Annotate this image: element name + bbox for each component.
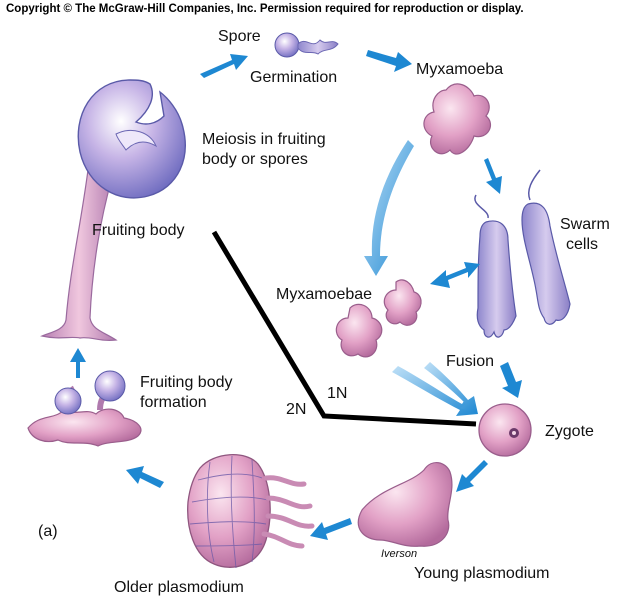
label-fusion: Fusion [446, 353, 495, 370]
arrow-swarm-to-zygote [500, 362, 522, 398]
arrow-myxamoebae-to-zygote [392, 366, 478, 416]
swarm-cells-illustration [474, 169, 571, 338]
arrow-myxamoeba-to-swarm [484, 158, 502, 194]
label-ploidy-2n: 2N [286, 401, 307, 418]
label-meiosis-line2: body or spores [202, 151, 308, 168]
label-fruiting-formation-line1: Fruiting body [140, 374, 233, 391]
panel-label: (a) [38, 523, 58, 540]
arrow-fruiting-to-spore [200, 54, 248, 78]
young-plasmodium-illustration [357, 462, 453, 547]
arrow-myxamoebae-swarm-double [430, 262, 480, 288]
label-fruiting-body: Fruiting body [92, 222, 185, 239]
fruiting-body-formation-illustration [27, 370, 142, 447]
myxamoebae-illustration [335, 279, 422, 358]
label-fruiting-formation-line2: formation [140, 394, 207, 411]
arrow-formation-to-fruiting [70, 348, 86, 378]
copyright-notice: Copyright © The McGraw-Hill Companies, I… [6, 3, 524, 15]
cycle-arrows [70, 50, 522, 540]
label-meiosis-line1: Meiosis in fruiting [202, 131, 326, 148]
fruiting-body-illustration [39, 79, 186, 342]
label-young-plasmodium: Young plasmodium [414, 565, 550, 582]
arrow-older-to-formation [126, 466, 164, 488]
label-spore: Spore [218, 28, 261, 45]
label-older-plasmodium: Older plasmodium [114, 579, 244, 596]
label-myxamoeba: Myxamoeba [416, 61, 504, 78]
label-zygote: Zygote [545, 423, 594, 440]
zygote-illustration [478, 403, 532, 457]
arrow-fusion-left [424, 362, 478, 414]
ploidy-boundary-line [211, 230, 477, 427]
label-swarm-line1: Swarm [560, 216, 610, 233]
older-plasmodium-illustration [187, 453, 315, 569]
arrow-germination-to-myxamoeba [366, 50, 412, 72]
label-germination: Germination [250, 69, 338, 86]
label-swarm-line2: cells [566, 236, 599, 253]
label-myxamoebae: Myxamoebae [276, 286, 373, 303]
myxamoeba-illustration [423, 83, 491, 155]
label-ploidy-1n: 1N [327, 385, 348, 402]
arrow-zygote-to-young [456, 460, 488, 492]
arrow-myxamoeba-to-myxamoebae [364, 140, 414, 276]
spore-illustration [274, 32, 339, 58]
arrow-young-to-older [310, 518, 352, 540]
artist-signature: Iverson [381, 548, 418, 560]
